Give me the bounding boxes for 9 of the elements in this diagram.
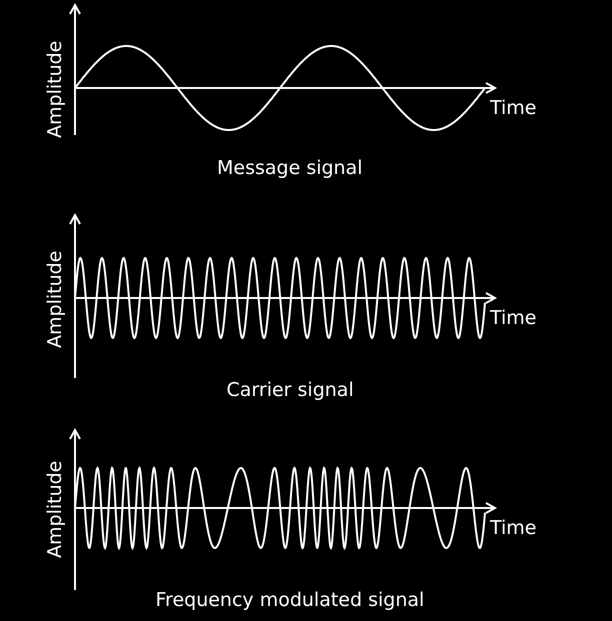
- axis-label: Time: [490, 517, 536, 539]
- axis-label: Time: [490, 97, 536, 119]
- caption: Message signal: [217, 157, 363, 179]
- axis-label: Amplitude: [44, 460, 66, 558]
- axis-label: Time: [490, 307, 536, 329]
- caption: Carrier signal: [226, 379, 354, 401]
- axis-label: Amplitude: [44, 40, 66, 138]
- axis-label: Amplitude: [44, 250, 66, 348]
- caption: Frequency modulated signal: [156, 589, 424, 611]
